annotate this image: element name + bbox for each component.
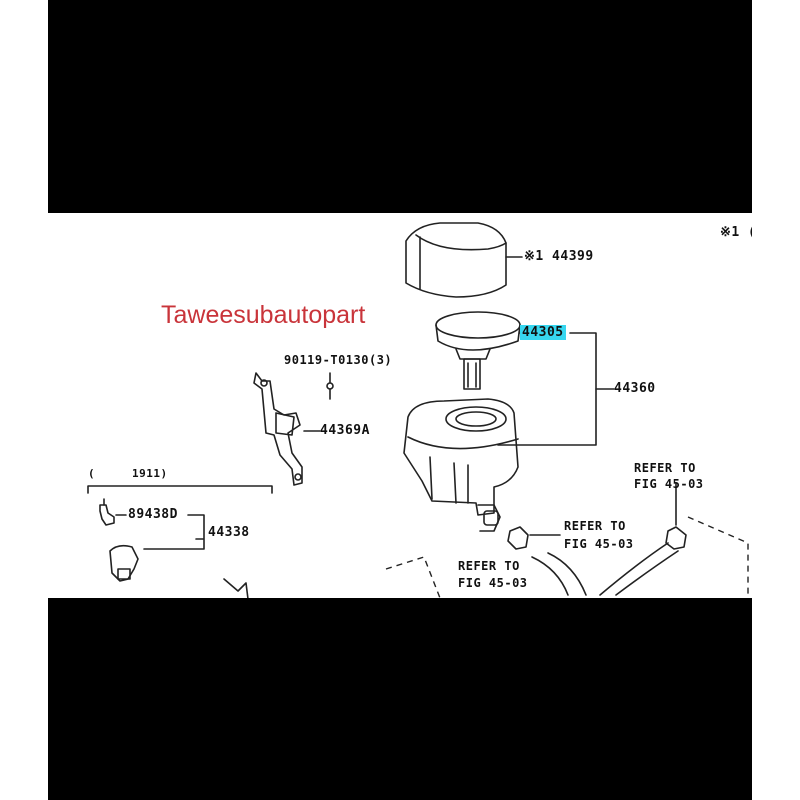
reservoir-tank-part [403, 398, 519, 532]
middle-clamp-part [507, 526, 529, 550]
cap-cover-part [405, 222, 507, 298]
hose-part [531, 556, 569, 596]
dashed-boundary [687, 516, 749, 598]
hose-part [547, 552, 587, 596]
refer-right-line1[interactable]: REFER TO [634, 461, 696, 475]
bolt-part [326, 382, 334, 400]
label-bolt[interactable]: 90119-T0130(3) [284, 353, 393, 367]
union-part [99, 498, 115, 526]
leader-line [497, 332, 597, 446]
dashed-boundary [385, 556, 441, 598]
refer-mid-line2[interactable]: FIG 45-03 [564, 537, 634, 551]
label-44399[interactable]: ※1 44399 [524, 249, 594, 264]
refer-right-line2[interactable]: FIG 45-03 [634, 477, 704, 491]
date-note-open: ( [88, 467, 96, 480]
label-44305-highlight: 44305 [520, 325, 566, 340]
refer-bottom-line1[interactable]: REFER TO [458, 559, 520, 573]
bottom-black-band [48, 598, 752, 800]
date-note-value: 1911) [132, 467, 168, 480]
arrow-mark [223, 578, 249, 598]
label-44305[interactable]: 44305 [520, 325, 566, 340]
reservoir-cap-part [435, 311, 521, 390]
watermark-text: Taweesubautopart [161, 301, 366, 329]
top-black-band [48, 0, 752, 213]
leader-line [143, 514, 205, 550]
refer-bottom-line2[interactable]: FIG 45-03 [458, 576, 528, 590]
hose-union-part [109, 544, 139, 582]
right-clamp-part [665, 526, 687, 550]
label-44360[interactable]: 44360 [614, 381, 656, 396]
refer-mid-line1[interactable]: REFER TO [564, 519, 626, 533]
bracket-part [253, 372, 303, 486]
label-44338[interactable]: 44338 [208, 525, 250, 540]
parts-diagram: Taweesubautopart ※1 ( ※1 44399 44305 443… [48, 213, 752, 598]
corner-note: ※1 ( [720, 225, 752, 240]
hose-part [615, 550, 679, 596]
label-44369a[interactable]: 44369A [320, 423, 370, 438]
diagram-drawing [87, 222, 749, 598]
hose-part [599, 542, 669, 596]
group-bracket [87, 485, 273, 494]
label-89438d[interactable]: 89438D [128, 507, 178, 522]
